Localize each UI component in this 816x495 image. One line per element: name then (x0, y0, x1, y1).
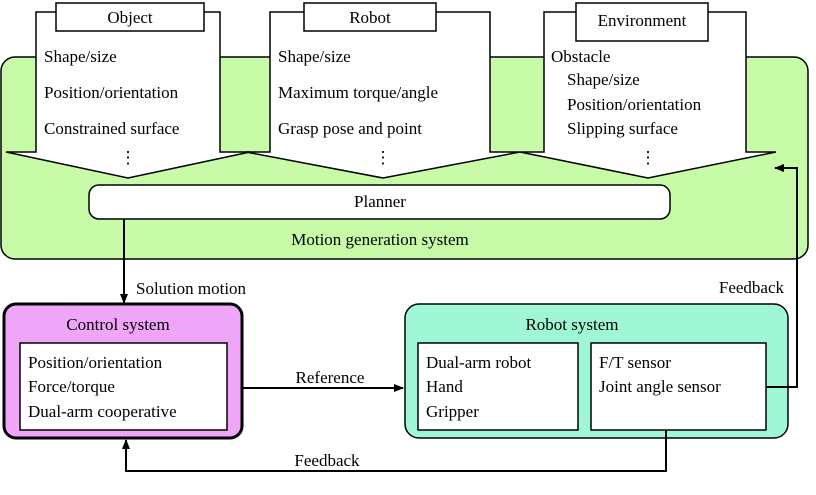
robot-system-title: Robot system (525, 315, 618, 334)
robot-title: Robot (349, 8, 391, 27)
control-system-inner-box (19, 342, 228, 431)
robot-item-ft-sensor: F/T sensor (599, 353, 671, 372)
motion-generation-label: Motion generation system (291, 230, 469, 249)
robot-item-dual-arm-robot: Dual-arm robot (426, 353, 532, 372)
environment-title: Environment (598, 11, 687, 30)
environment-item-position-orientation: Position/orientation (567, 95, 702, 114)
robot-item-gripper: Gripper (426, 402, 479, 421)
object-ellipsis: ⋮ (120, 148, 137, 167)
feedback-right-label: Feedback (719, 278, 785, 297)
object-item-shape-size: Shape/size (44, 47, 117, 66)
feedback-bottom-arrow (122, 430, 667, 472)
robot-title-box (303, 2, 437, 32)
environment-item-shape-size: Shape/size (567, 70, 640, 89)
robot-item-grasp-pose-and-point: Grasp pose and point (278, 119, 422, 138)
feedback-right-arrow (766, 164, 798, 388)
solution-motion-label: Solution motion (136, 279, 247, 298)
environment-ellipsis: ⋮ (640, 148, 657, 167)
robot-system-sensor-box (590, 342, 767, 431)
control-item-dual-arm-cooperative: Dual-arm cooperative (28, 402, 177, 421)
robot-system-hardware-box (417, 342, 579, 431)
object-title: Object (107, 8, 153, 27)
object-input-arrow (5, 11, 251, 179)
robot-item-hand: Hand (426, 377, 463, 396)
robot-item-joint-angle-sensor: Joint angle sensor (599, 377, 721, 396)
robot-item-shape-size: Shape/size (278, 47, 351, 66)
environment-input-arrow (519, 11, 777, 179)
planner-label: Planner (354, 192, 406, 211)
feedback-bottom-label: Feedback (294, 451, 360, 470)
robot-input-arrow (245, 11, 521, 179)
object-title-box (55, 2, 205, 32)
object-item-position-orientation: Position/orientation (44, 83, 179, 102)
reference-label: Reference (296, 368, 365, 387)
environment-title-box (575, 2, 709, 42)
environment-item-slipping-surface: Slipping surface (567, 119, 678, 138)
robot-ellipsis: ⋮ (375, 148, 392, 167)
environment-item-obstacle: Obstacle (551, 47, 610, 66)
planner-box (88, 184, 671, 220)
control-item-position-orientation: Position/orientation (28, 353, 163, 372)
control-system-title: Control system (66, 315, 169, 334)
control-item-force-torque: Force/torque (28, 377, 115, 396)
object-item-constrained-surface: Constrained surface (44, 119, 179, 138)
robot-item-maximum-torque-angle: Maximum torque/angle (278, 83, 438, 102)
